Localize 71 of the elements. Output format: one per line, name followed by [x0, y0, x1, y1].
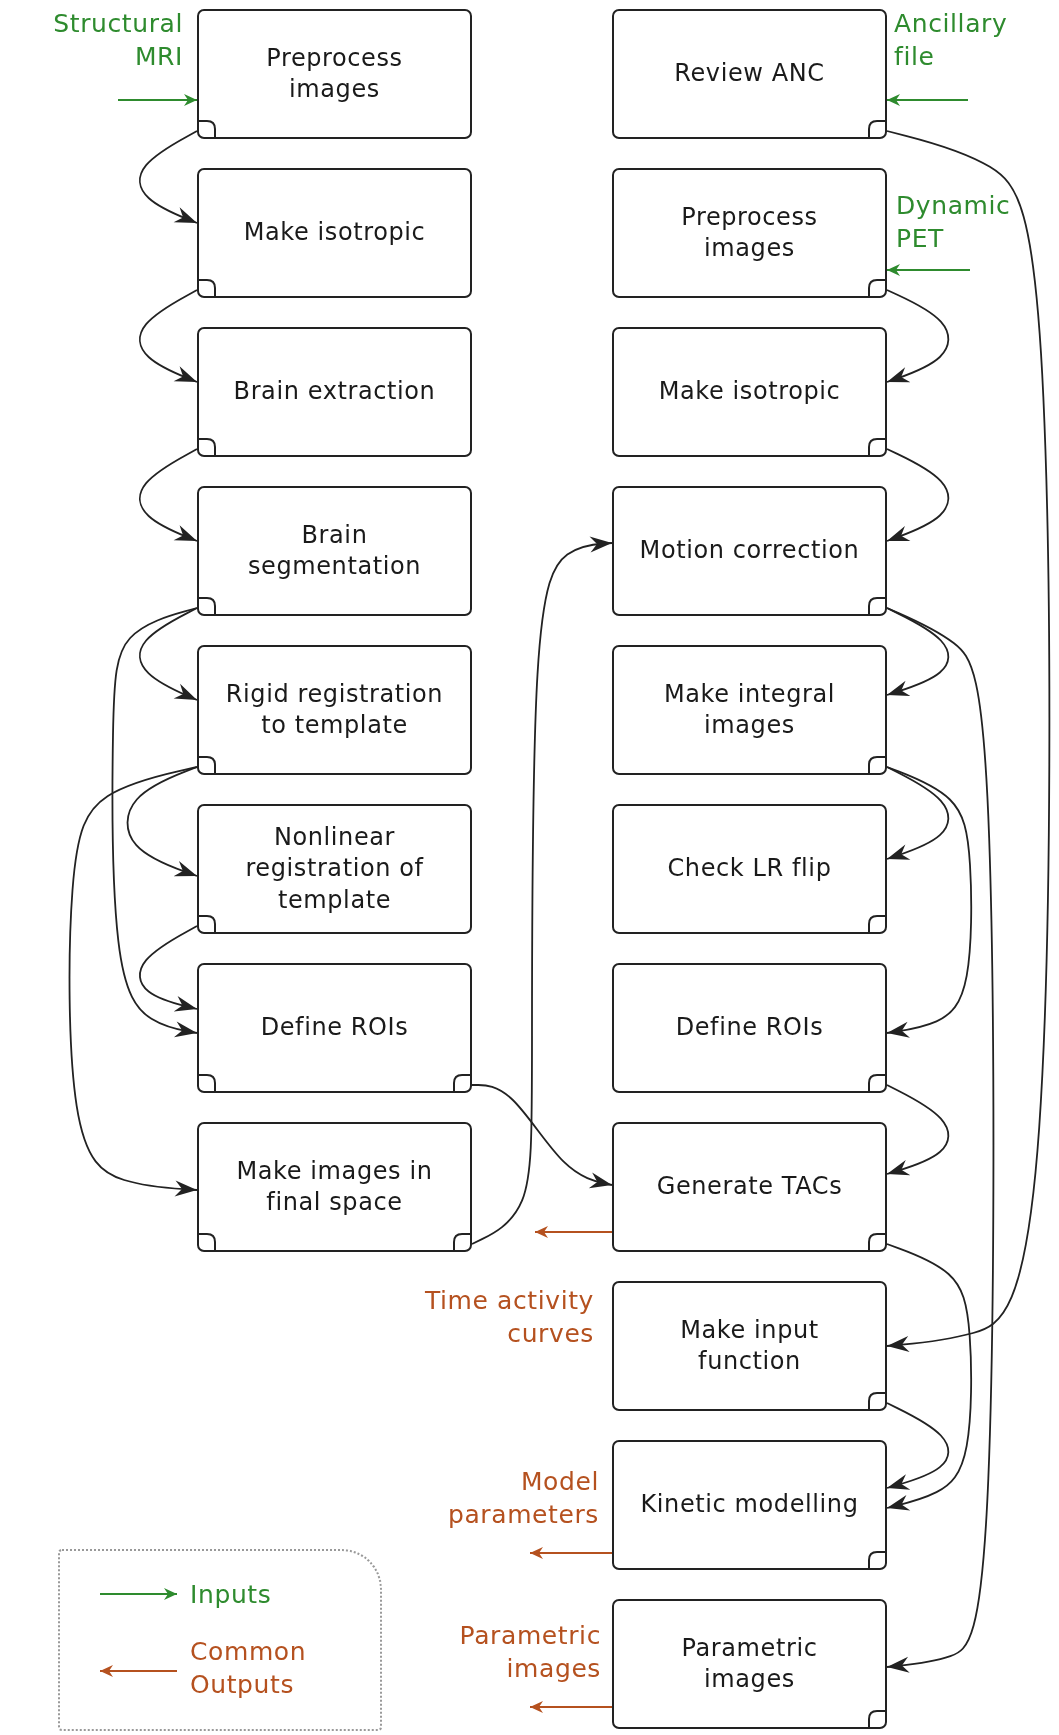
arrow	[139, 130, 198, 224]
box-label: Preprocess images	[680, 201, 819, 264]
arrow	[886, 766, 973, 1038]
process-box	[612, 804, 887, 934]
arrow	[886, 130, 1051, 1352]
box-label: Review ANC	[674, 58, 825, 90]
arrow	[886, 94, 969, 106]
box-label: Make images in final space	[235, 1155, 434, 1218]
process-box	[612, 168, 887, 298]
process-box	[612, 963, 887, 1093]
arrow	[886, 1243, 973, 1511]
legend-label: Common Outputs	[190, 1636, 308, 1701]
legend-label: Inputs	[190, 1579, 273, 1611]
process-box	[197, 804, 472, 934]
box-label: Generate TACs	[656, 1171, 843, 1203]
box-label: Motion correction	[639, 535, 860, 567]
box-label: Parametric images	[680, 1632, 819, 1695]
box-label: Preprocess images	[265, 42, 404, 105]
process-box	[197, 486, 472, 616]
arrow	[139, 607, 198, 701]
process-box	[612, 645, 887, 775]
box-label: Make isotropic	[658, 376, 841, 408]
arrow	[886, 1402, 950, 1490]
arrow	[68, 766, 198, 1197]
box-label: Nonlinear registration of template	[244, 822, 425, 916]
output-label: Time activity curves	[423, 1285, 594, 1350]
box-label: Rigid registration to template	[224, 678, 445, 741]
box-label: Kinetic modelling	[640, 1489, 859, 1521]
box-label: Brain extraction	[233, 376, 436, 408]
arrow	[886, 607, 995, 1673]
box-label: Check LR flip	[667, 853, 832, 885]
process-box	[197, 168, 472, 298]
arrow	[139, 925, 198, 1012]
arrow	[111, 607, 198, 1038]
arrow	[117, 94, 198, 106]
process-box	[612, 486, 887, 616]
arrow	[139, 289, 198, 383]
process-box	[197, 963, 472, 1093]
process-box	[197, 1122, 472, 1252]
arrow	[886, 264, 971, 276]
output-label: Parametric images	[458, 1620, 601, 1685]
process-box	[197, 645, 472, 775]
arrow	[471, 536, 613, 1245]
process-box	[612, 327, 887, 457]
arrow	[886, 289, 950, 383]
box-label: Make integral images	[662, 678, 837, 741]
input-label: Dynamic PET	[896, 190, 1012, 255]
arrow	[886, 766, 950, 860]
input-label: Ancillary file	[894, 8, 1009, 73]
output-label: Model parameters	[447, 1466, 599, 1531]
arrow	[886, 448, 950, 542]
input-label: Structural MRI	[52, 8, 183, 73]
process-box	[197, 9, 472, 139]
box-label: Make isotropic	[243, 217, 426, 249]
process-box	[612, 1599, 887, 1729]
process-box	[612, 1281, 887, 1411]
process-box	[612, 1440, 887, 1570]
box-label: Brain segmentation	[246, 519, 423, 582]
arrow	[471, 1084, 613, 1189]
arrow	[534, 1226, 613, 1238]
box-label: Define ROIs	[260, 1012, 409, 1044]
arrow	[529, 1547, 613, 1559]
arrow	[139, 448, 198, 542]
process-box	[197, 327, 472, 457]
box-label: Make input function	[679, 1314, 820, 1377]
arrow	[126, 766, 198, 877]
arrow	[529, 1701, 613, 1713]
process-box	[612, 1122, 887, 1252]
box-label: Define ROIs	[675, 1012, 824, 1044]
process-box	[612, 9, 887, 139]
arrow	[886, 1084, 950, 1176]
